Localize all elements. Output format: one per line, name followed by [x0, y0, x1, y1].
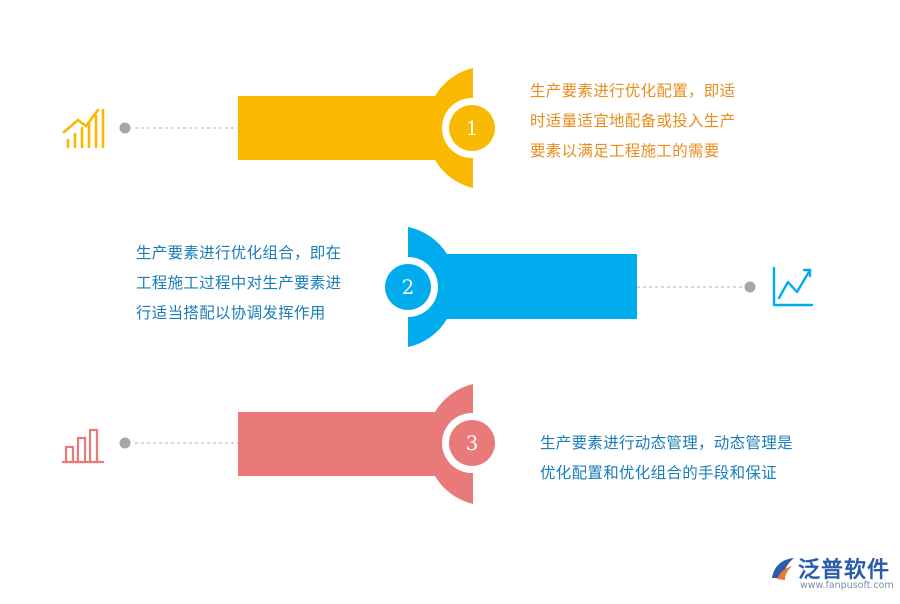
- step-2-shape: [378, 227, 756, 347]
- step-1-line: 要素以满足工程施工的需要: [530, 142, 720, 160]
- step-3-shape: [119, 384, 502, 504]
- step-3-line: 生产要素进行动态管理，动态管理是: [540, 434, 793, 452]
- step-3-dot: [119, 437, 131, 449]
- step-2-number: 2: [401, 275, 415, 299]
- step-3-description: 生产要素进行动态管理，动态管理是 优化配置和优化组合的手段和保证: [540, 428, 793, 488]
- step-2-line: 工程施工过程中对生产要素进: [136, 274, 342, 292]
- rising-bars-icon: [62, 108, 105, 149]
- brand-logo: 泛普软件 www.fanpusoft.com: [768, 552, 894, 596]
- step-2-description: 生产要素进行优化组合，即在 工程施工过程中对生产要素进 行适当搭配以协调发挥作用: [136, 238, 341, 328]
- logo-mark-icon: [772, 558, 794, 580]
- line-chart-icon: [772, 266, 814, 307]
- step-1-line: 时适量适宜地配备或投入生产: [530, 112, 736, 130]
- step-1-line: 生产要素进行优化配置，即适: [530, 82, 736, 100]
- step-1-number: 1: [465, 116, 479, 140]
- step-2-line: 行适当搭配以协调发挥作用: [136, 304, 326, 322]
- step-3-line: 优化配置和优化组合的手段和保证: [540, 464, 778, 482]
- step-1-dot: [119, 122, 131, 134]
- step-1-shape: [119, 68, 502, 188]
- step-2-line: 生产要素进行优化组合，即在: [136, 244, 342, 262]
- logo-name: 泛普软件: [798, 558, 891, 583]
- step-2-dot: [744, 281, 756, 293]
- logo-url: www.fanpusoft.com: [800, 580, 894, 591]
- step-1-description: 生产要素进行优化配置，即适 时适量适宜地配备或投入生产 要素以满足工程施工的需要: [530, 76, 735, 166]
- bar-chart-icon: [62, 428, 104, 464]
- step-3-number: 3: [465, 431, 479, 455]
